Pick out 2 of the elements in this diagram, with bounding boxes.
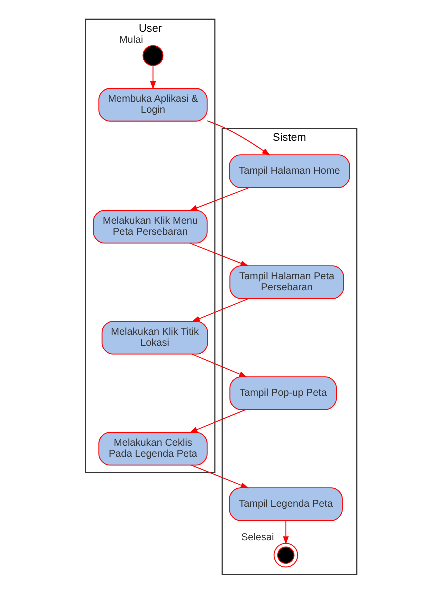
- node-label: Selesai: [241, 532, 274, 544]
- node-label: Mulai: [119, 34, 144, 46]
